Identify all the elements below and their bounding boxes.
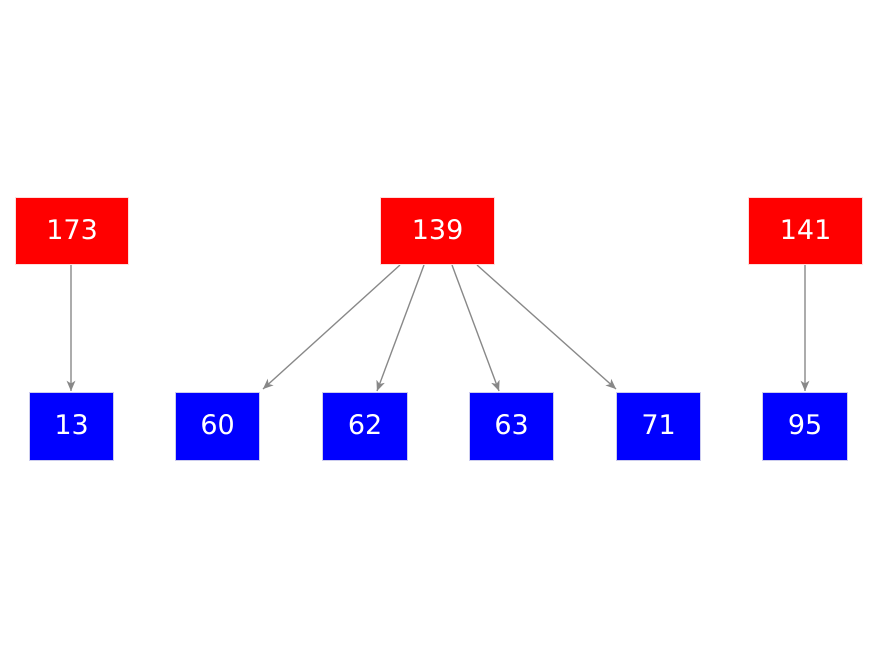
node-60[interactable]: 60 (175, 392, 260, 461)
node-label: 60 (200, 410, 235, 441)
node-95[interactable]: 95 (762, 392, 848, 461)
node-173[interactable]: 173 (15, 197, 129, 265)
node-141[interactable]: 141 (748, 197, 863, 265)
node-label: 141 (779, 214, 832, 246)
node-label: 95 (787, 410, 823, 441)
node-label: 62 (347, 410, 383, 441)
node-label: 63 (494, 410, 529, 441)
node-71[interactable]: 71 (616, 392, 701, 461)
edge-n139-to-n71 (476, 264, 617, 390)
node-139[interactable]: 139 (380, 197, 495, 265)
node-label: 139 (411, 214, 464, 246)
node-label: 13 (54, 410, 89, 441)
edge-n139-to-n62 (376, 264, 425, 392)
node-13[interactable]: 13 (29, 392, 114, 461)
edge-n139-to-n60 (262, 264, 401, 390)
node-label: 71 (641, 410, 676, 441)
edge-n139-to-n63 (451, 264, 500, 392)
node-62[interactable]: 62 (322, 392, 408, 461)
node-label: 173 (46, 214, 98, 246)
node-63[interactable]: 63 (469, 392, 554, 461)
